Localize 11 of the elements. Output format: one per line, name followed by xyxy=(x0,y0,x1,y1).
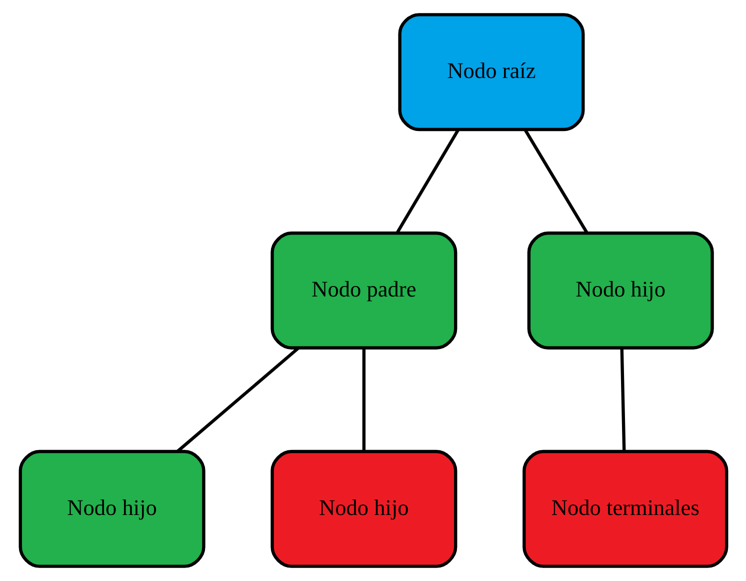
node-box: Nodo raíz xyxy=(398,13,584,132)
node-box: Nodo terminales xyxy=(522,450,728,568)
connector xyxy=(523,128,588,234)
node-box: Nodo padre xyxy=(270,232,457,350)
node-box: Nodo hijo xyxy=(18,450,205,568)
connector xyxy=(396,128,460,234)
connector xyxy=(362,348,366,451)
node-box: Nodo hijo xyxy=(270,450,457,568)
connector xyxy=(176,346,299,452)
node-box: Nodo hijo xyxy=(526,232,714,350)
connector xyxy=(620,348,626,451)
